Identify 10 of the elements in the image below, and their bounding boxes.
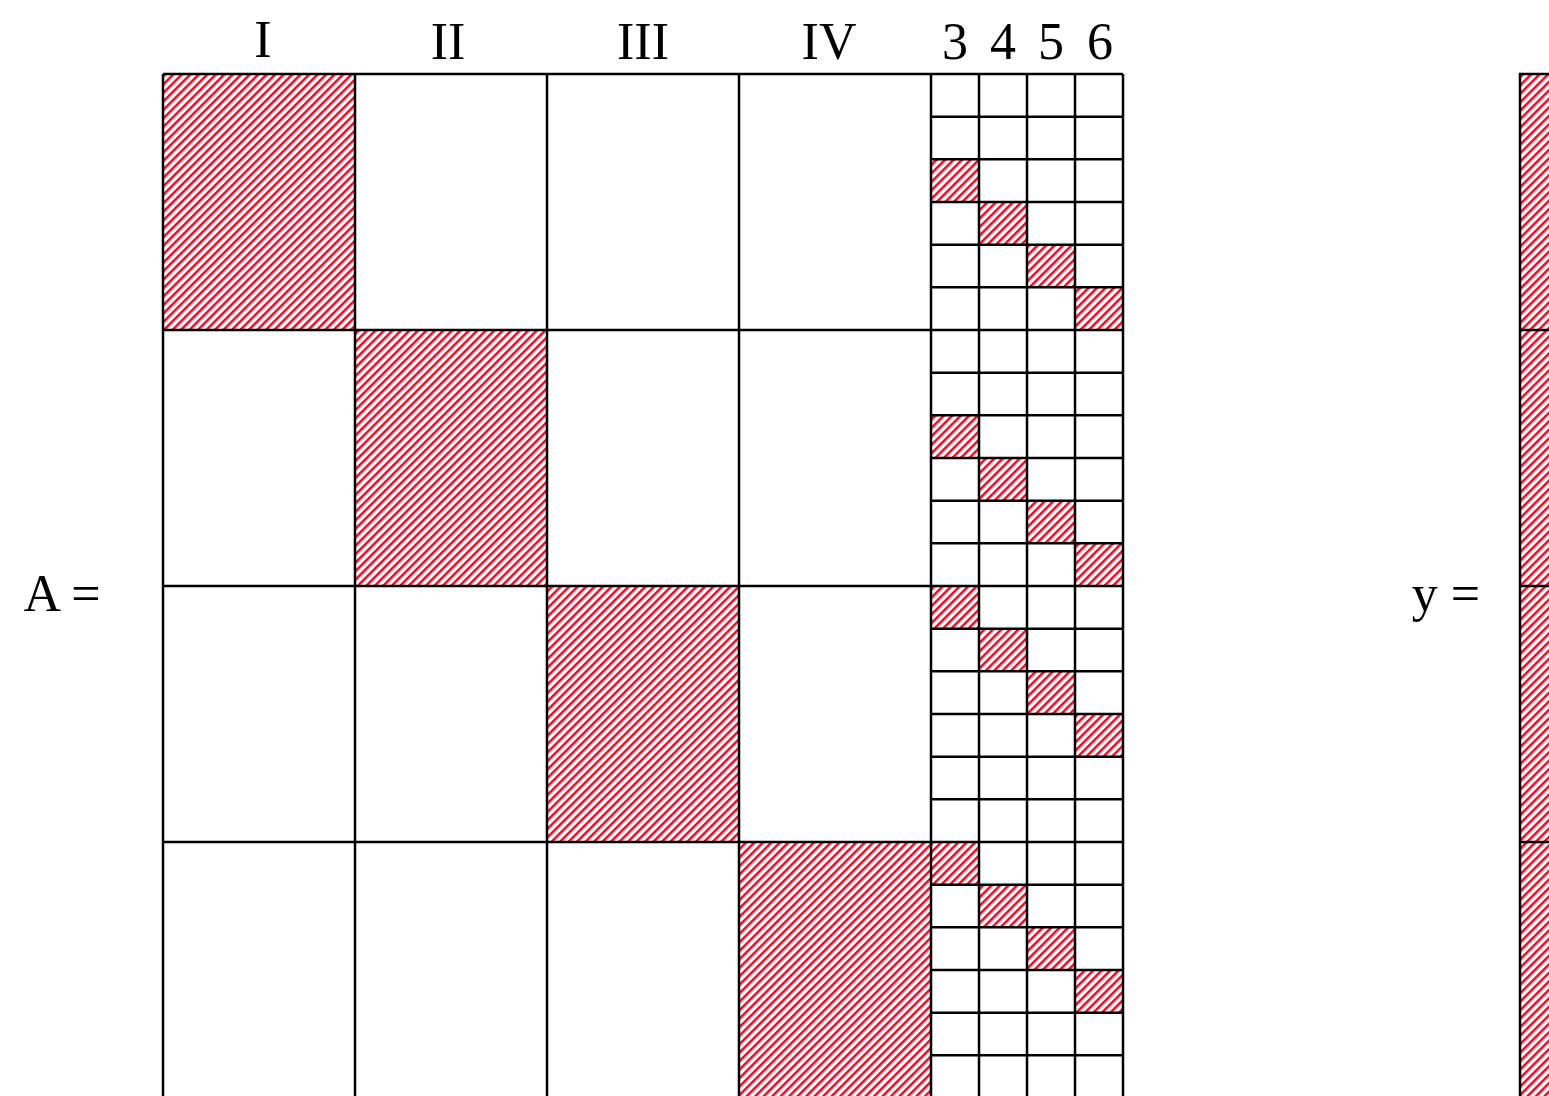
column-block-label: II [430, 16, 466, 68]
matrix-name-label: A = [23, 568, 101, 620]
column-index-label: 4 [990, 16, 1016, 68]
column-block-label: III [617, 16, 669, 68]
column-index-label: 5 [1038, 16, 1064, 68]
vector-name-label: y = [1411, 568, 1481, 620]
column-block-label: I [254, 14, 272, 66]
column-index-label: 3 [942, 16, 968, 68]
column-index-label: 6 [1087, 16, 1113, 68]
column-block-label: IV [801, 16, 857, 68]
